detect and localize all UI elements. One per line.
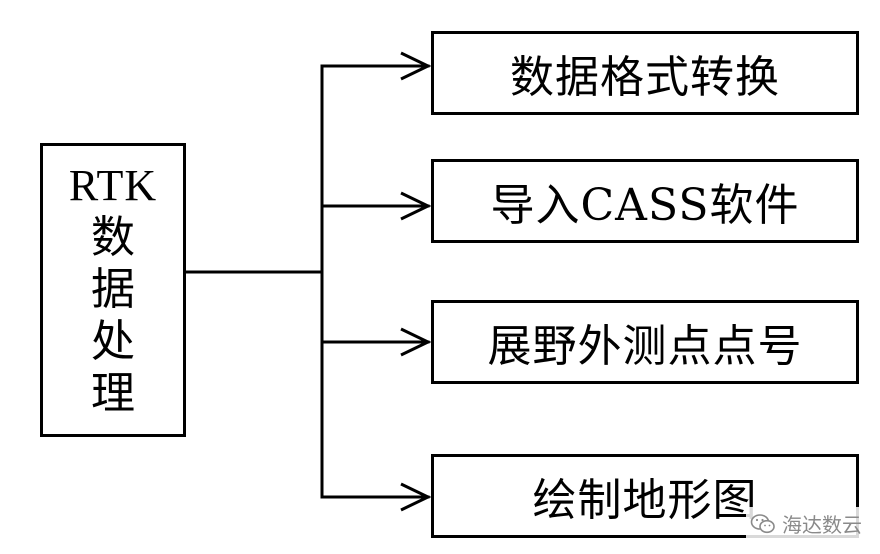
child-node-label: 绘制地形图 xyxy=(532,475,758,526)
child-node-data-format-conversion: 数据格式转换 xyxy=(431,31,859,115)
child-node-label: 导入CASS软件 xyxy=(490,180,800,231)
wechat-icon xyxy=(750,513,775,533)
root-node-box: RTK 数 据 处 理 xyxy=(40,143,186,437)
child-node-import-cass: 导入CASS软件 xyxy=(431,159,859,243)
child-node-display-point-numbers: 展野外测点点号 xyxy=(431,300,859,384)
arrowhead-2 xyxy=(400,327,432,357)
root-label-line: 数 xyxy=(91,212,135,263)
root-label-line: 理 xyxy=(91,368,135,419)
child-node-label: 数据格式转换 xyxy=(510,52,780,103)
watermark-text: 海达数云 xyxy=(782,513,862,537)
root-label-line: RTK xyxy=(68,161,158,210)
root-label-line: 据 xyxy=(91,264,135,315)
watermark: 海达数云 xyxy=(746,507,866,540)
arrowhead-1 xyxy=(400,191,432,221)
arrowhead-0 xyxy=(400,51,432,81)
child-node-label: 展野外测点点号 xyxy=(487,321,803,372)
arrowhead-3 xyxy=(400,482,432,512)
root-label-line: 处 xyxy=(91,316,135,367)
